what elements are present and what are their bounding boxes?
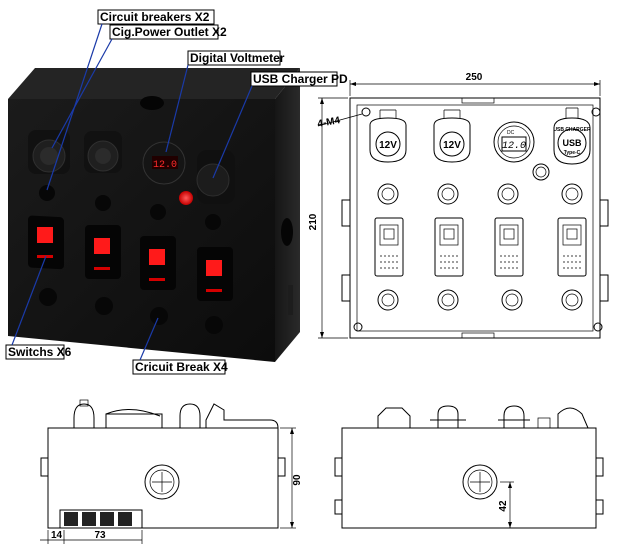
mount-hole-tl [361,107,371,117]
usb-render [196,150,235,204]
callout-text: Circuit breakers X2 [100,10,210,24]
side-body-outline [47,427,279,529]
rocker-switch-drawing-4 [557,217,587,277]
callout-cig-power-outlet: Cig.Power Outlet X2 [51,24,227,149]
breaker-row-drawing-bottom [377,289,583,311]
product-render: 12.0 [8,68,300,362]
width-value: 250 [466,72,483,83]
mount-hole-label: 4-M4 [317,115,342,130]
rocker-switch-render-4 [197,247,233,301]
top-grommet [140,96,164,110]
side-offset-value: 14 [51,530,63,541]
callout-digital-voltmeter: Digital Voltmeter [165,50,285,153]
side-grommet [281,218,293,246]
side-length-value: 73 [94,530,106,541]
usb-charger-drawing: USB CHARGER USB Type-C [553,107,591,165]
mount-hole-br [593,322,603,332]
front-view-drawing: 12V 12V DC 12.0 USB CHARGER USB Type-C [308,72,609,339]
indicator-drawing [532,163,550,181]
dimension-width: 250 [349,72,601,96]
rocker-switch-render-3 [140,236,176,290]
mount-hole-bl [353,322,363,332]
rocker-switch-render-1 [28,215,64,270]
mount-hole-note: 4-M4 [317,113,363,130]
breaker-row-render-top [39,185,221,230]
usb-label-bottom: Type-C [564,150,581,156]
callout-text: Cricuit Break X4 [135,360,228,374]
box-side-face [275,68,300,362]
callout-circuit-breakers: Circuit breakers X2 [46,9,215,191]
cig-socket-drawing-2: 12V [433,109,471,163]
callout-text: USB Charger PD [253,72,348,86]
mount-hole-tr [591,107,601,117]
panel-inner-outline [356,104,594,332]
cig-socket-drawing-1: 12V [369,109,407,163]
rocker-switch-drawing-1 [374,217,404,277]
rear-offset-value: 42 [498,500,509,512]
rear-view-drawing: 42 [334,405,604,529]
side-grommet-drawing [144,464,180,500]
height-value: 210 [308,213,319,230]
terminal-block [59,509,143,529]
usb-label-mid: USB [562,138,582,148]
rear-body-outline [341,427,597,529]
cig-socket-render-1 [28,130,70,174]
rocker-switch-drawing-3 [494,217,524,277]
voltmeter-readout: 12.0 [502,141,526,152]
socket-label: 12V [443,140,461,151]
breaker-row-render-bottom [39,288,223,334]
rear-grommet-drawing [462,464,498,500]
callout-circuit-break: Cricuit Break X4 [132,317,228,375]
side-connector [288,285,293,315]
callout-text: Switchs X6 [8,345,72,359]
voltmeter-drawing: DC 12.0 [493,121,535,163]
socket-label: 12V [379,140,397,151]
callout-switches: Switchs X6 [5,255,72,360]
breaker-row-drawing-top [377,183,583,205]
rocker-switch-render-2 [85,225,121,279]
callout-text: Cig.Power Outlet X2 [112,25,227,39]
depth-value: 90 [292,474,303,486]
callout-usb-charger: USB Charger PD [212,71,348,179]
rocker-switch-drawing-2 [434,217,464,277]
voltmeter-render: 12.0 [142,141,186,185]
render-voltmeter-readout: 12.0 [153,160,177,171]
usb-label-top: USB CHARGER [553,127,591,133]
callout-text: Digital Voltmeter [190,51,285,65]
voltmeter-unit: DC [507,130,515,136]
side-view-drawing: 90 14 73 [40,399,303,544]
dimension-height: 210 [308,97,348,339]
red-indicator-render [179,191,193,205]
cig-socket-render-2 [84,131,122,173]
box-top-face [8,68,300,99]
